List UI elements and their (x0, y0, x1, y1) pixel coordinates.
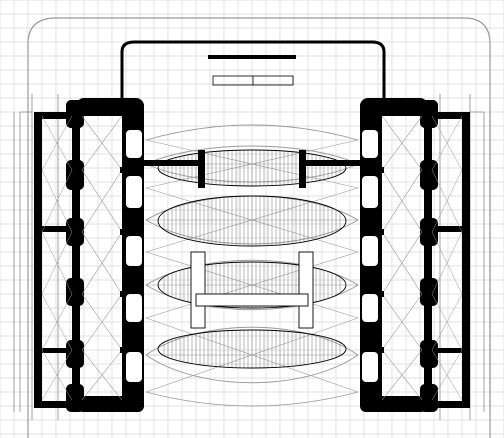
bay-diagonal (431, 231, 463, 295)
tread-lens (157, 261, 347, 309)
rail-bar (208, 55, 296, 59)
bay-diagonal (81, 231, 123, 295)
bay-opening (362, 294, 378, 322)
bay-diagonal (81, 349, 123, 401)
bay-diagonal (41, 169, 73, 233)
post (378, 229, 384, 235)
post (120, 229, 126, 235)
bay-diagonal (81, 293, 123, 351)
slab-cap (432, 401, 470, 408)
spine-wall (72, 112, 80, 408)
mid-walls (144, 150, 360, 188)
top-cap (360, 98, 428, 116)
bottom-cap (76, 396, 144, 412)
bay-opening (126, 236, 142, 266)
bay-diagonal (431, 169, 463, 233)
bay-diagonal (381, 293, 423, 351)
left-wing (34, 98, 144, 412)
stage-apse (96, 40, 410, 112)
slab-cap (34, 401, 72, 408)
post (120, 167, 126, 173)
slab-cross (34, 348, 72, 353)
structural-pier (66, 218, 84, 246)
post (378, 167, 384, 173)
wall-wings (34, 98, 470, 412)
slab-cross (34, 226, 72, 232)
bay-diagonal (381, 169, 423, 233)
tread-lens (157, 329, 347, 369)
bay-opening (362, 176, 378, 208)
bay-diagonal (381, 349, 423, 401)
top-cap (76, 98, 144, 116)
post (120, 291, 126, 297)
bay-diagonal (81, 169, 123, 233)
bay-opening (126, 176, 142, 208)
bay-opening (126, 130, 142, 158)
bay-diagonal (381, 231, 423, 295)
structural-pier (420, 278, 438, 306)
bay-diagonal (41, 349, 73, 401)
tread-lens (157, 195, 347, 247)
slab-cap (432, 112, 470, 119)
bottom-cap (360, 396, 428, 412)
structural-pier (66, 278, 84, 306)
slab-cross (432, 348, 470, 353)
bay-diagonal (431, 115, 463, 171)
bay-diagonal (41, 293, 73, 351)
bay-diagonal (81, 115, 123, 171)
post (120, 347, 126, 353)
bay-opening (362, 236, 378, 266)
tread-lens (157, 149, 347, 187)
stair-treads (157, 149, 347, 369)
vault-crown (145, 124, 359, 141)
bay-opening (126, 294, 142, 322)
slab-cross (432, 226, 470, 232)
bay-diagonal (381, 115, 423, 171)
bay-diagonal (41, 115, 73, 171)
structural-pier (420, 218, 438, 246)
outer-slab (34, 112, 42, 408)
central-platforms (190, 251, 314, 329)
slab-cap (34, 112, 72, 119)
site-outline (27, 17, 491, 438)
bay-opening (362, 352, 378, 382)
outer-slab (462, 112, 470, 408)
bay-diagonal (41, 231, 73, 295)
right-wing (360, 98, 470, 412)
post (378, 291, 384, 297)
bay-opening (362, 130, 378, 158)
bay-diagonal (431, 349, 463, 401)
bay-opening (126, 352, 142, 382)
bay-diagonal (431, 293, 463, 351)
spine-wall (424, 112, 432, 408)
vault-crown (145, 391, 359, 407)
post (378, 347, 384, 353)
